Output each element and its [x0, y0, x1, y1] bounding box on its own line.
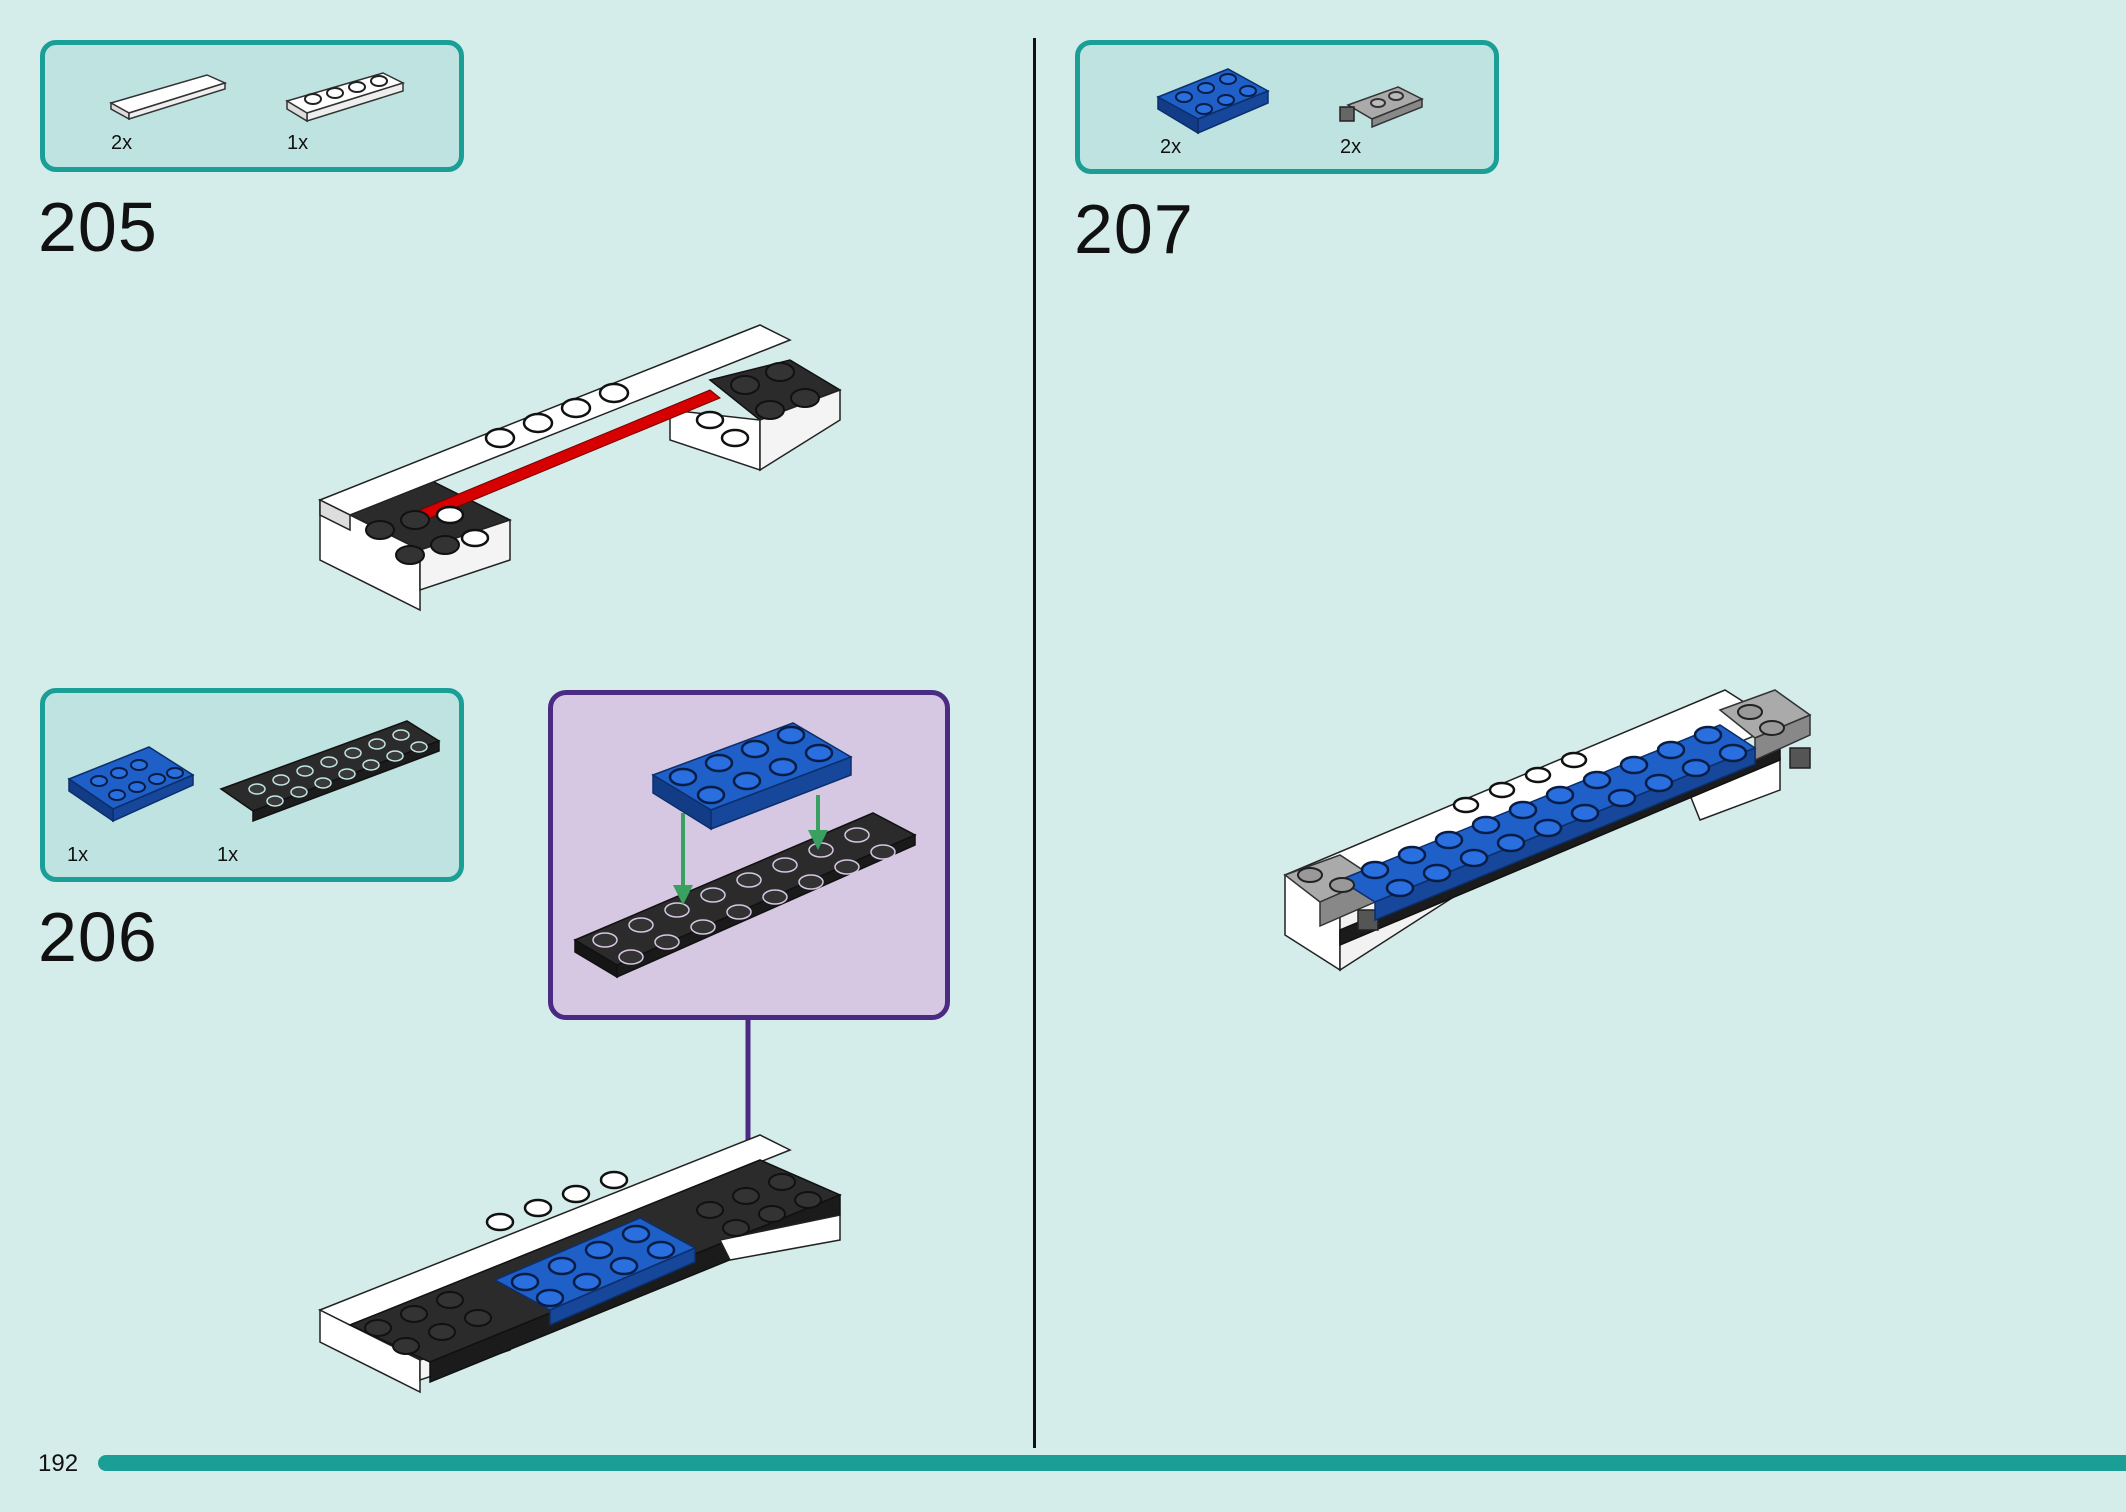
part-qty: 2x [1340, 136, 1362, 158]
model-step-205 [318, 324, 842, 612]
progress-bar [98, 1455, 2126, 1471]
step-number-207: 207 [1074, 190, 1194, 268]
page-number: 192 [38, 1450, 79, 1477]
blue-plate-2x3-icon [1156, 68, 1270, 135]
parts-box-205: 2x 1x [40, 40, 464, 172]
model-step-206 [318, 1134, 842, 1394]
part-qty: 1x [217, 844, 239, 866]
parts-box-206: 1x 1x [40, 688, 464, 882]
parts-box-207: 2x 2x [1075, 40, 1499, 174]
callout-subassembly [548, 690, 950, 1020]
step-number-206: 206 [38, 898, 158, 976]
black-plate-icon [219, 720, 441, 823]
gray-clip-plate-icon [1339, 86, 1424, 129]
part-qty: 1x [287, 132, 309, 154]
step-number-205: 205 [38, 188, 158, 266]
page-divider [1033, 38, 1036, 1448]
blue-plate-icon [67, 746, 195, 823]
model-step-207 [1283, 689, 1812, 972]
callout-model [573, 722, 917, 979]
white-plate-icon [285, 72, 405, 123]
part-qty: 1x [67, 844, 89, 866]
part-qty: 2x [1160, 136, 1182, 158]
part-qty: 2x [111, 132, 133, 154]
white-tile-icon [109, 74, 228, 121]
